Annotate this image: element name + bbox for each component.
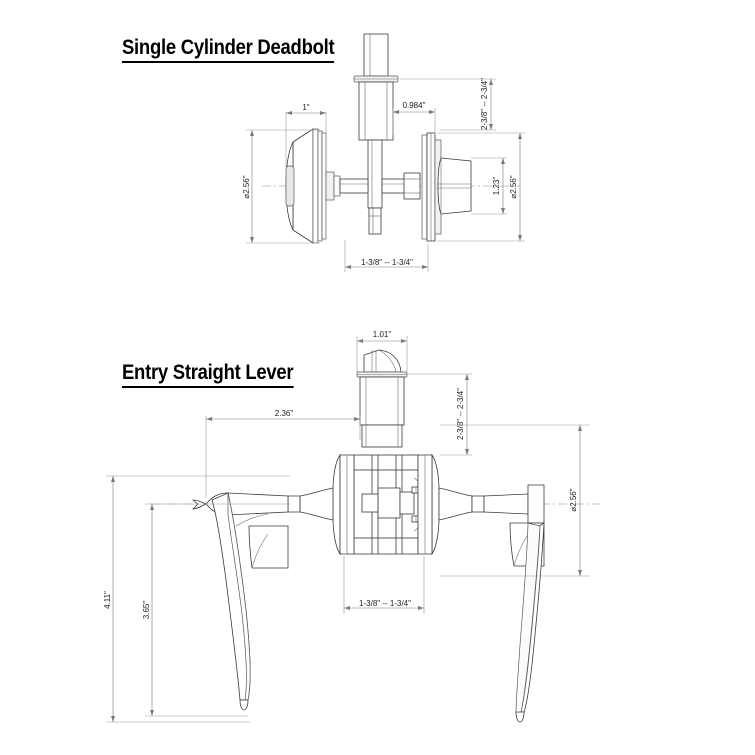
deadbolt-dim-knob-projection: 1": [285, 103, 327, 170]
deadbolt-dim-label-rose-diameter-left: ⌀2.56": [242, 175, 251, 198]
deadbolt-dim-label-door-thickness: 1-3/8" -- 1-3/4": [361, 258, 413, 267]
lever-title: Entry Straight Lever: [122, 361, 294, 389]
lever-left-rosette: [287, 453, 355, 556]
deadbolt-dim-label-cylinder-width: 0.984": [403, 101, 426, 110]
deadbolt-dim-label-turn-height: 1.23": [492, 177, 501, 196]
lever-right-handle: [483, 484, 545, 723]
lever-latch-bolt: [356, 349, 408, 448]
lever-chassis: [353, 454, 419, 555]
lever-dim-label-door-thickness: 1-3/8" -- 1-3/4": [359, 599, 411, 608]
deadbolt-thumbturn: [437, 157, 472, 215]
deadbolt-spindle: [339, 172, 421, 200]
deadbolt-dim-label-backset: 2-3/8" -- 2-3/4": [480, 78, 489, 130]
deadbolt-dim-rose-diameter-right: ⌀2.56": [437, 132, 525, 242]
lever-dim-label-lever-projection: 2.36": [275, 409, 294, 418]
lever-dim-label-total-height: 4.11": [103, 591, 112, 609]
lever-dim-latch-width: 1.01": [356, 330, 408, 372]
deadbolt-exterior-knob: [285, 128, 323, 244]
lever-dim-label-rose-diameter: ⌀2.56": [569, 488, 578, 511]
lever-dim-label-backset: 2-3/8" -- 2-3/4": [456, 388, 465, 440]
deadbolt-dim-door-thickness: 1-3/8" -- 1-3/4": [344, 240, 429, 272]
lever-dim-label-lever-height: 3.65": [142, 601, 151, 620]
deadbolt-dim-label-rose-diameter-right: ⌀2.56": [509, 175, 518, 198]
deadbolt-dim-rose-diameter-left: ⌀2.56": [242, 129, 320, 244]
deadbolt-dim-label-knob-projection: 1": [302, 103, 309, 112]
lever-dim-door-thickness: 1-3/8" -- 1-3/4": [343, 556, 425, 614]
lever-dim-total-height: 4.11": [103, 475, 290, 723]
lever-right-rosette: [417, 453, 485, 556]
deadbolt-dim-cylinder-width: 0.984": [392, 101, 436, 135]
deadbolt-title: Single Cylinder Deadbolt: [122, 36, 335, 64]
deadbolt-exterior-rose: [321, 132, 341, 240]
deadbolt-dim-turn-height: 1.23": [471, 157, 507, 215]
lever-dim-rose-diameter: ⌀2.56": [440, 424, 590, 577]
lever-dim-lever-projection: 2.36": [205, 409, 361, 498]
lever-left-handle: [192, 492, 289, 711]
lever-dim-backset: 2-3/8" -- 2-3/4": [404, 373, 472, 456]
deadbolt-latch-body: [353, 33, 399, 235]
lever-dim-label-latch-width: 1.01": [373, 330, 392, 339]
lever-dim-lever-height: 3.65": [142, 503, 290, 717]
deadbolt-dim-backset: 2-3/8" -- 2-3/4": [400, 78, 496, 131]
